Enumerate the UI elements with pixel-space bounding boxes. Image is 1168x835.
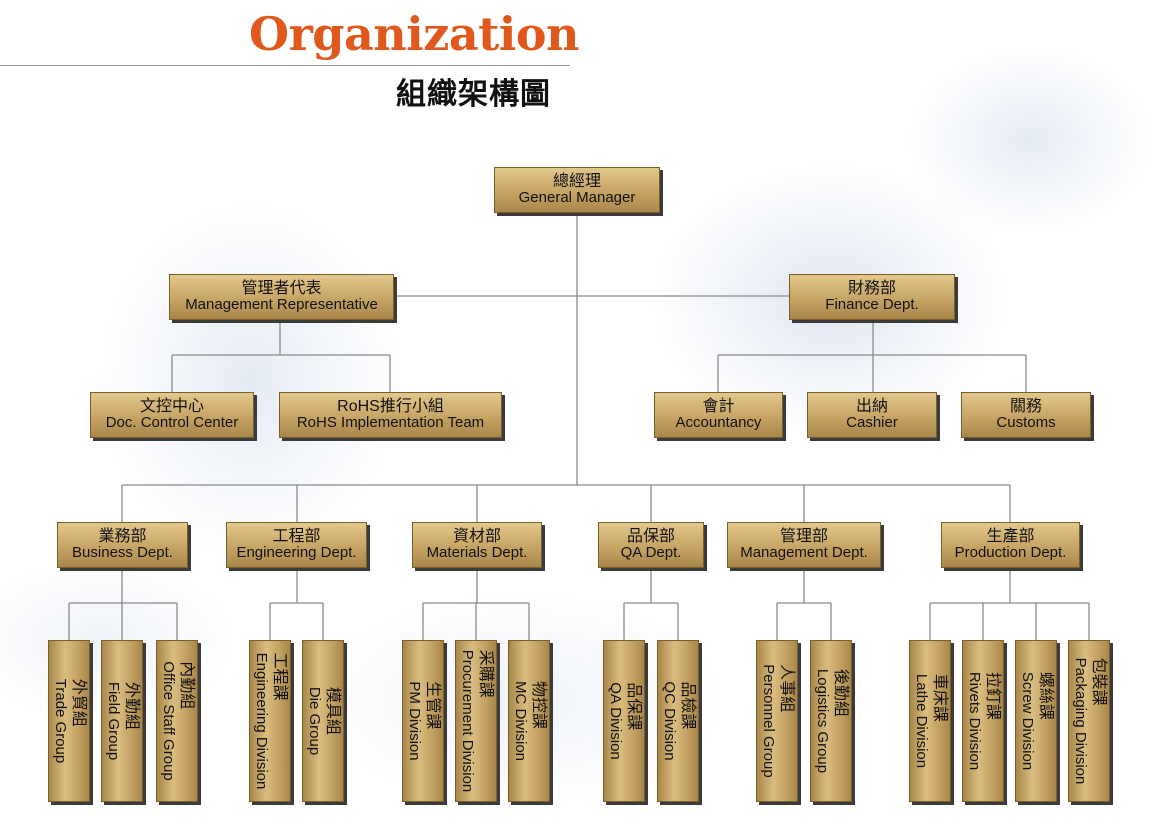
node-label-zh: 業務部 — [98, 528, 147, 545]
node-rohs-team: RoHS推行小組 RoHS Implementation Team — [279, 392, 502, 438]
node-finance-dept: 財務部 Finance Dept. — [789, 274, 955, 320]
node-label-en: Management Representative — [185, 296, 378, 313]
node-customs: 關務 Customs — [961, 392, 1091, 438]
node-label-en: Lathe Division — [913, 673, 930, 769]
node-doc-control-center: 文控中心 Doc. Control Center — [90, 392, 254, 438]
node-label-zh: 品檢課 — [679, 681, 696, 730]
node-management-dept: 管理部 Management Dept. — [727, 522, 881, 568]
node-label-en: RoHS Implementation Team — [296, 414, 485, 431]
node-accountancy: 會計 Accountancy — [654, 392, 783, 438]
title-divider — [0, 65, 570, 66]
node-label-zh: 文控中心 — [139, 398, 204, 415]
node-label-zh: 工程部 — [272, 528, 321, 545]
node-label-en: Finance Dept. — [825, 296, 919, 313]
node-label-en: Accountancy — [675, 414, 762, 431]
node-label-zh: 出納 — [855, 398, 888, 415]
node-label-en: Die Group — [306, 686, 323, 756]
page-title: Organization — [249, 7, 579, 61]
node-label-zh: 生產部 — [986, 528, 1035, 545]
node-label-en: Production Dept. — [954, 544, 1067, 561]
node-label-en: Trade Group — [52, 678, 69, 764]
node-label-en: Rivets Division — [966, 671, 983, 771]
node-label-en: Screw Division — [1019, 671, 1036, 771]
node-label-zh: 模具組 — [324, 686, 341, 735]
node-business-dept: 業務部 Business Dept. — [57, 522, 188, 568]
node-label-en: Cashier — [846, 414, 898, 431]
node-label-en: Engineering Dept. — [236, 544, 357, 561]
node-production-dept: 生產部 Production Dept. — [941, 522, 1080, 568]
node-general-manager: 總經理 General Manager — [494, 167, 660, 213]
node-label-en: Personnel Group — [760, 664, 777, 778]
node-label-zh: 工程課 — [271, 652, 288, 701]
node-label-zh: 外勤組 — [123, 681, 140, 730]
node-label-en: Doc. Control Center — [105, 414, 239, 431]
node-label-zh: 管理部 — [779, 528, 828, 545]
node-cashier: 出納 Cashier — [807, 392, 937, 438]
node-label-zh: 資材部 — [452, 528, 501, 545]
node-label-en: QA Division — [607, 682, 624, 760]
node-label-zh: 物控課 — [530, 680, 547, 730]
node-label-zh: 總經理 — [552, 173, 601, 190]
node-label-en: Field Group — [105, 681, 122, 761]
node-label-zh: 生管課 — [424, 681, 441, 730]
node-management-representative: 管理者代表 Management Representative — [169, 274, 394, 320]
node-label-en: Business Dept. — [72, 544, 173, 561]
node-label-zh: 品保部 — [626, 528, 675, 545]
node-label-zh: 螺絲課 — [1037, 671, 1054, 720]
node-label-en: QA Dept. — [620, 544, 682, 561]
node-label-zh: 外貿組 — [70, 678, 87, 727]
node-label-en: QC Division — [661, 681, 678, 761]
node-label-en: Engineering Division — [253, 652, 270, 790]
node-label-en: Office Staff Group — [160, 661, 177, 781]
node-label-en: PM Division — [406, 681, 423, 761]
node-qa-dept: 品保部 QA Dept. — [598, 522, 704, 568]
node-label-en: Logistics Group — [814, 668, 831, 774]
node-label-zh: 車床課 — [931, 673, 948, 722]
node-label-en: Procurement Division — [459, 649, 476, 793]
node-label-zh: 拉釘課 — [984, 671, 1001, 720]
node-label-zh: 包裝課 — [1090, 657, 1107, 706]
node-label-zh: 管理者代表 — [241, 280, 322, 297]
node-engineering-dept: 工程部 Engineering Dept. — [226, 522, 367, 568]
node-label-zh: 關務 — [1009, 398, 1042, 415]
node-materials-dept: 資材部 Materials Dept. — [412, 522, 542, 568]
node-label-zh: 人事組 — [778, 664, 795, 713]
node-label-en: Customs — [996, 414, 1056, 431]
node-label-zh: 會計 — [702, 398, 735, 415]
node-label-en: Management Dept. — [740, 544, 868, 561]
node-label-zh: 內勤組 — [178, 661, 195, 710]
node-label-zh: RoHS推行小組 — [337, 398, 444, 415]
node-label-zh: 財務部 — [847, 280, 896, 297]
page-subtitle: 組織架構圖 — [396, 77, 551, 112]
node-label-zh: 采購課 — [477, 649, 494, 698]
node-label-en: Packaging Division — [1072, 657, 1089, 785]
node-label-en: General Manager — [518, 189, 636, 206]
node-label-en: Materials Dept. — [426, 544, 528, 561]
node-label-zh: 品保課 — [625, 682, 642, 731]
node-label-zh: 後勤組 — [832, 668, 849, 717]
node-label-en: MC Division — [512, 680, 529, 762]
